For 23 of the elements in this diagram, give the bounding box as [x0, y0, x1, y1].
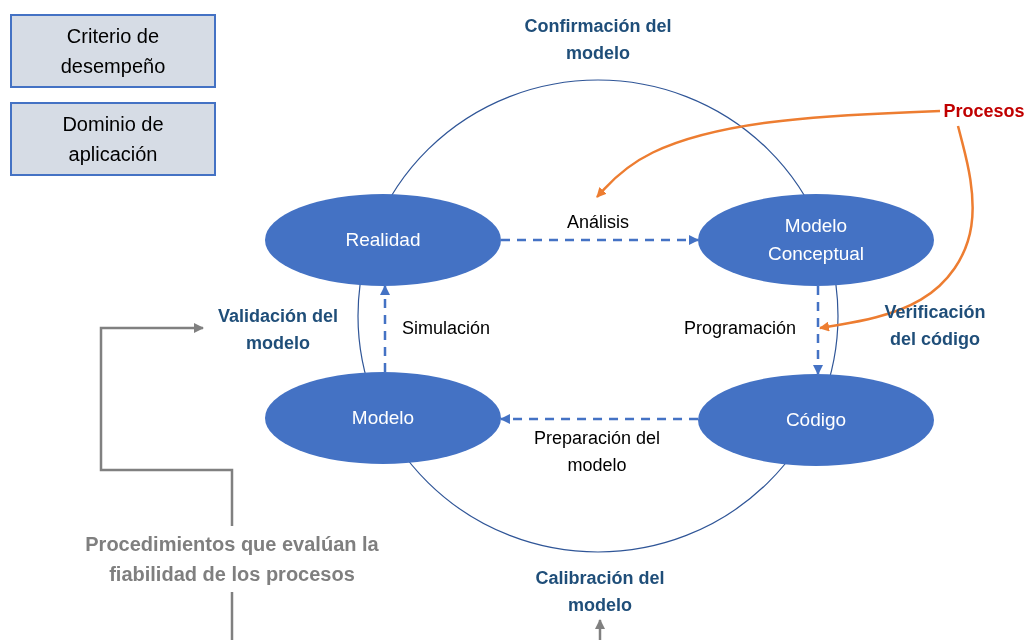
connector-line [230, 592, 234, 640]
heading-text: Calibración del modelo [530, 564, 670, 620]
label-box [10, 14, 216, 88]
note-text: Procedimientos que evalúan la fiabilidad de los procesos [52, 526, 412, 592]
arrow [501, 235, 699, 245]
arrow [813, 286, 823, 375]
heading-text: Validación del modelo [203, 302, 353, 358]
arrow [499, 414, 699, 424]
node-label: Criterio de desempeño [59, 24, 167, 79]
node-label: Código [785, 408, 847, 433]
heading-text: Confirmación del modelo [523, 12, 673, 68]
arrow [380, 285, 390, 372]
node-label: Realidad [345, 228, 421, 253]
arrow [819, 125, 974, 332]
node-label: Dominio de aplicación [61, 112, 165, 167]
label-box [10, 102, 216, 176]
arrow [595, 619, 605, 640]
heading-text: Procesos [940, 96, 1028, 126]
heading-text: Verificación del código [872, 298, 998, 354]
arrow [99, 323, 234, 526]
node-label: Modelo Conceptual [766, 214, 866, 266]
node-label: Modelo [351, 406, 415, 431]
arrow [596, 109, 941, 198]
